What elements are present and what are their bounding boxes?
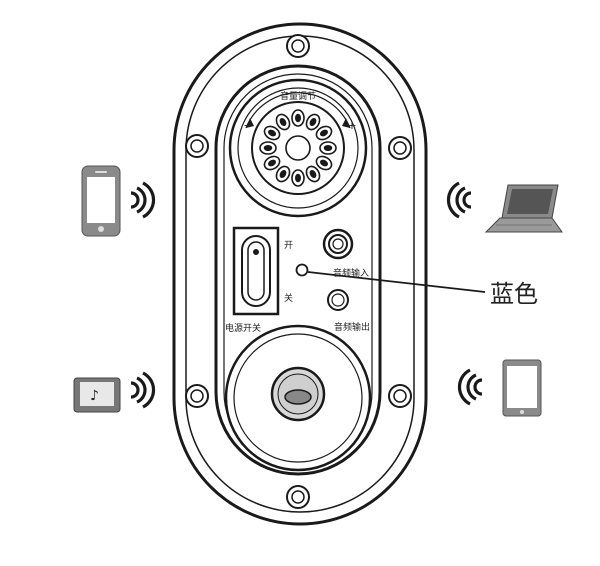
volume-label: 音量调节	[280, 90, 316, 102]
knob-grip-bump	[323, 145, 333, 152]
knob-center	[285, 135, 311, 161]
laptop-icon	[484, 184, 563, 233]
knob-grip-pattern	[259, 109, 337, 187]
knob-grip-bump	[319, 159, 329, 167]
wireless-signal-icon-right-top	[446, 181, 472, 219]
audio-output-label: 音频输出	[334, 321, 370, 333]
speaker-cone	[224, 324, 372, 472]
knob-grip-bump	[294, 173, 301, 183]
svg-text:♪: ♪	[90, 388, 99, 404]
screw-upper-left	[185, 134, 209, 158]
volume-plus-label: +	[347, 119, 356, 132]
wireless-signal-icon-left-top	[130, 181, 156, 219]
switch-off-label: 关	[284, 292, 293, 304]
audio-input-jack[interactable]	[322, 228, 354, 260]
knob-grip-bump	[279, 169, 287, 179]
volume-knob[interactable]	[228, 78, 368, 218]
knob-grip-bump	[319, 129, 329, 137]
volume-arc	[245, 92, 351, 129]
music-tablet-icon: ♪	[73, 377, 121, 413]
knob-grip-bump	[267, 159, 277, 167]
screw-bottom	[286, 485, 310, 509]
wireless-signal-icon-left-bottom	[130, 371, 156, 409]
knob-grip-bump	[295, 113, 302, 123]
power-switch-label: 电源开关	[225, 322, 261, 334]
mounting-screws	[185, 34, 412, 509]
screw-lower-right	[388, 384, 412, 408]
indicator-led	[295, 263, 309, 277]
tablet-icon	[502, 359, 542, 417]
knob-grip-bump	[309, 169, 317, 179]
power-switch[interactable]	[232, 226, 280, 316]
screw-lower-left	[185, 384, 209, 408]
knob-grip-bump	[263, 144, 273, 151]
callout-label: 蓝色	[490, 280, 538, 308]
volume-minus-label: −	[243, 119, 252, 132]
smartphone-icon	[81, 165, 121, 237]
knob-grip-bump	[309, 117, 317, 127]
knob-grip-bump	[267, 129, 277, 137]
audio-output-jack[interactable]	[327, 289, 349, 311]
screw-top	[286, 34, 310, 58]
knob-grip-bump	[279, 117, 287, 127]
arc-arrow-right	[342, 118, 350, 128]
screw-upper-right	[388, 136, 412, 160]
arc-arrow-left	[246, 118, 254, 128]
switch-on-label: 开	[284, 240, 293, 251]
wireless-signal-icon-right-bottom	[457, 368, 483, 406]
callout-line	[307, 271, 486, 293]
